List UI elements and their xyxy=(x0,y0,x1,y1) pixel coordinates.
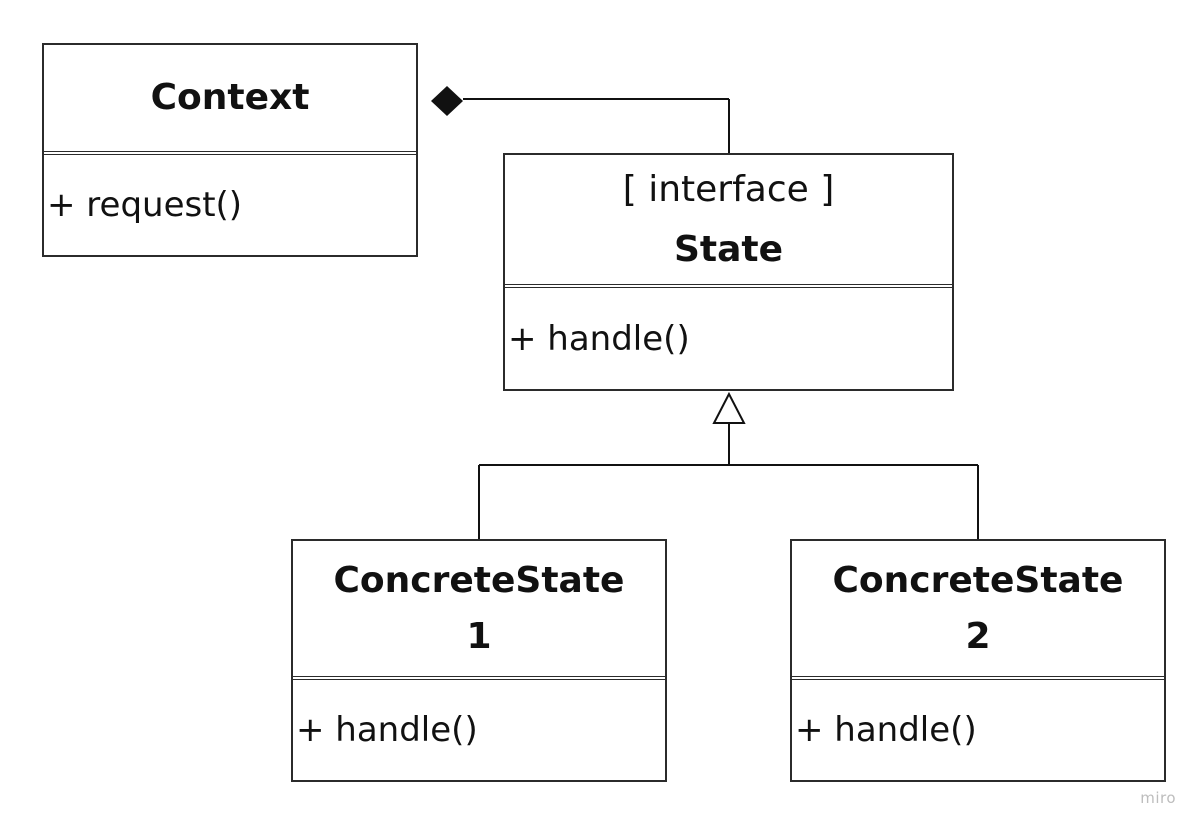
inheritance-triangle-icon xyxy=(712,391,746,424)
class-state-header: [ interface ] State xyxy=(505,155,952,288)
composition-diamond-icon xyxy=(431,86,463,116)
class-concrete-state-1-name-line2: 1 xyxy=(466,615,492,657)
class-state: [ interface ] State + handle() xyxy=(503,153,954,391)
miro-watermark: miro xyxy=(1140,789,1176,807)
operation-handle: + handle() xyxy=(795,710,977,750)
class-concrete-state-2-name-line1: ConcreteState xyxy=(832,559,1124,601)
class-context-operations: + request() xyxy=(44,155,416,255)
class-concrete-state-1: ConcreteState 1 + handle() xyxy=(291,539,667,782)
class-concrete-state-2-name-line2: 2 xyxy=(965,615,991,657)
class-state-name: State xyxy=(673,228,784,270)
class-concrete-state-1-operations: + handle() xyxy=(293,680,665,780)
class-context-name: Context xyxy=(150,77,310,118)
operation-handle: + handle() xyxy=(296,710,478,750)
class-concrete-state-2-header: ConcreteState 2 xyxy=(792,541,1164,680)
class-concrete-state-1-name-line1: ConcreteState xyxy=(333,559,625,601)
class-state-operations: + handle() xyxy=(505,288,952,389)
class-concrete-state-2: ConcreteState 2 + handle() xyxy=(790,539,1166,782)
class-context: Context + request() xyxy=(42,43,418,257)
class-concrete-state-2-operations: + handle() xyxy=(792,680,1164,780)
operation-handle: + handle() xyxy=(508,318,690,359)
operation-request: + request() xyxy=(47,185,243,225)
class-state-stereotype: [ interface ] xyxy=(622,168,835,210)
class-context-header: Context xyxy=(44,45,416,155)
class-concrete-state-1-header: ConcreteState 1 xyxy=(293,541,665,680)
